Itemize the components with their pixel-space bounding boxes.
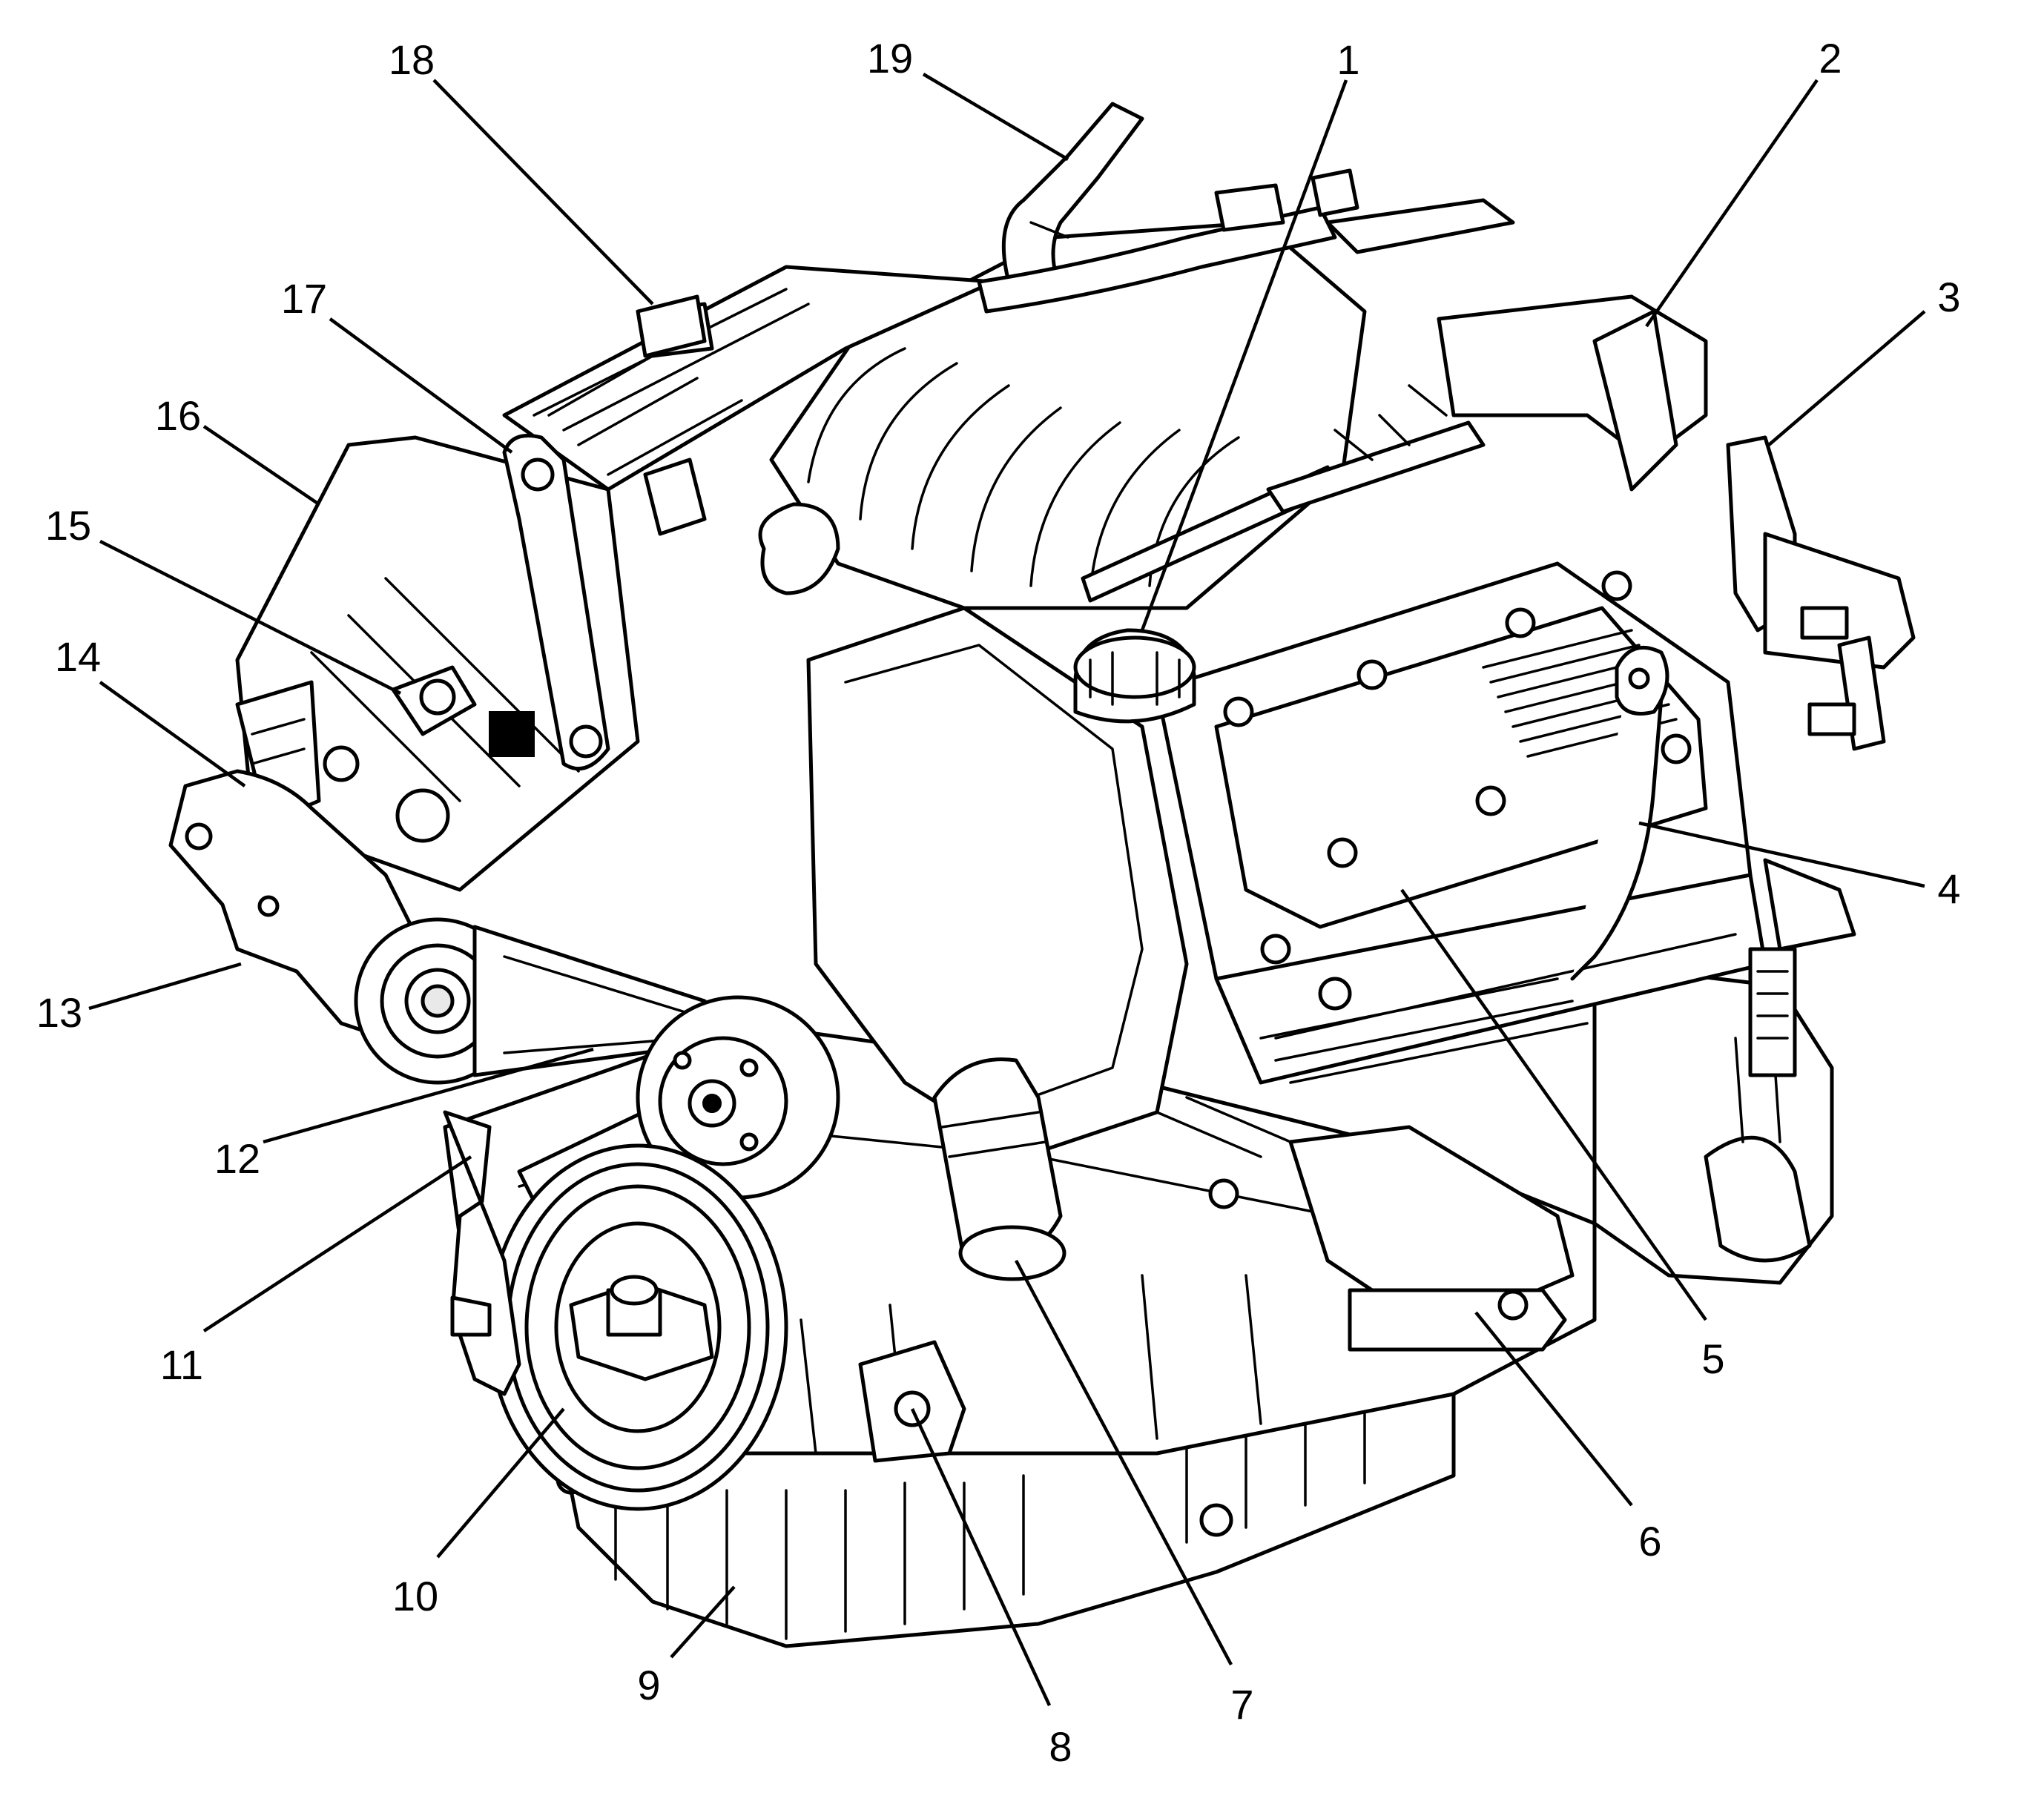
callout-18: 18 bbox=[389, 36, 435, 83]
leader-11 bbox=[202, 1155, 472, 1332]
callout-17: 17 bbox=[281, 275, 327, 322]
camshaft-position-sensor bbox=[391, 665, 535, 757]
wiring-harness-left bbox=[547, 354, 743, 536]
leader-6 bbox=[1474, 1311, 1633, 1507]
engine-mount-bracket bbox=[443, 1110, 521, 1396]
engine-lift-bracket bbox=[502, 434, 610, 771]
ground-strap bbox=[1570, 645, 1669, 981]
callout-7: 7 bbox=[1230, 1681, 1253, 1728]
leader-12 bbox=[263, 1047, 594, 1144]
thermostat-housing bbox=[932, 1057, 1066, 1281]
leader-lines bbox=[88, 73, 1926, 1706]
right-brackets bbox=[1437, 294, 1916, 1077]
callout-8: 8 bbox=[1049, 1723, 1072, 1770]
leader-10 bbox=[436, 1407, 565, 1559]
leader-8 bbox=[910, 1408, 1052, 1706]
callout-9: 9 bbox=[637, 1662, 660, 1708]
leader-9 bbox=[670, 1585, 736, 1659]
tensioner-pulley bbox=[636, 995, 840, 1200]
ignition-coil bbox=[636, 294, 707, 358]
leader-17 bbox=[329, 317, 513, 454]
fuel-rail bbox=[1081, 384, 1486, 603]
crankshaft-balancer bbox=[487, 1143, 788, 1511]
callout-6: 6 bbox=[1638, 1518, 1661, 1565]
oil-pan-bracket bbox=[858, 1340, 966, 1463]
misc-lines bbox=[1155, 977, 1589, 1209]
callout-14: 14 bbox=[55, 633, 101, 680]
callout-1: 1 bbox=[1336, 36, 1359, 83]
leader-4 bbox=[1638, 821, 1925, 888]
leader-2 bbox=[1645, 79, 1819, 328]
leader-18 bbox=[432, 79, 654, 305]
callout-16: 16 bbox=[155, 392, 201, 439]
callout-11: 11 bbox=[160, 1341, 203, 1388]
engine-illustration bbox=[168, 102, 1916, 1648]
leader-15 bbox=[99, 539, 402, 696]
upper-radiator-hose bbox=[1001, 102, 1144, 291]
leader-5 bbox=[1400, 888, 1707, 1321]
callout-3: 3 bbox=[1937, 274, 1960, 320]
callout-10: 10 bbox=[392, 1573, 438, 1619]
leader-1 bbox=[1140, 79, 1348, 631]
leader-14 bbox=[99, 681, 246, 787]
callout-4: 4 bbox=[1937, 865, 1960, 912]
leader-16 bbox=[202, 425, 320, 506]
callout-12: 12 bbox=[214, 1135, 260, 1182]
callout-labels: 1 2 3 4 5 6 7 8 9 10 11 12 13 14 15 16 1… bbox=[36, 35, 1961, 1770]
callout-19: 19 bbox=[867, 35, 913, 82]
intake-manifold bbox=[758, 220, 1367, 610]
leader-13 bbox=[88, 962, 242, 1011]
leader-7 bbox=[1015, 1259, 1233, 1666]
leader-3 bbox=[1767, 310, 1926, 446]
oil-filler-cap bbox=[1073, 628, 1196, 724]
callout-15: 15 bbox=[45, 502, 91, 549]
idler-bracket bbox=[168, 769, 418, 1040]
callout-13: 13 bbox=[36, 989, 82, 1036]
callout-2: 2 bbox=[1819, 35, 1842, 82]
heater-hoses bbox=[977, 168, 1515, 314]
callout-5: 5 bbox=[1701, 1335, 1724, 1382]
exhaust-pipe bbox=[1288, 1125, 1575, 1352]
leader-19 bbox=[922, 73, 1069, 161]
